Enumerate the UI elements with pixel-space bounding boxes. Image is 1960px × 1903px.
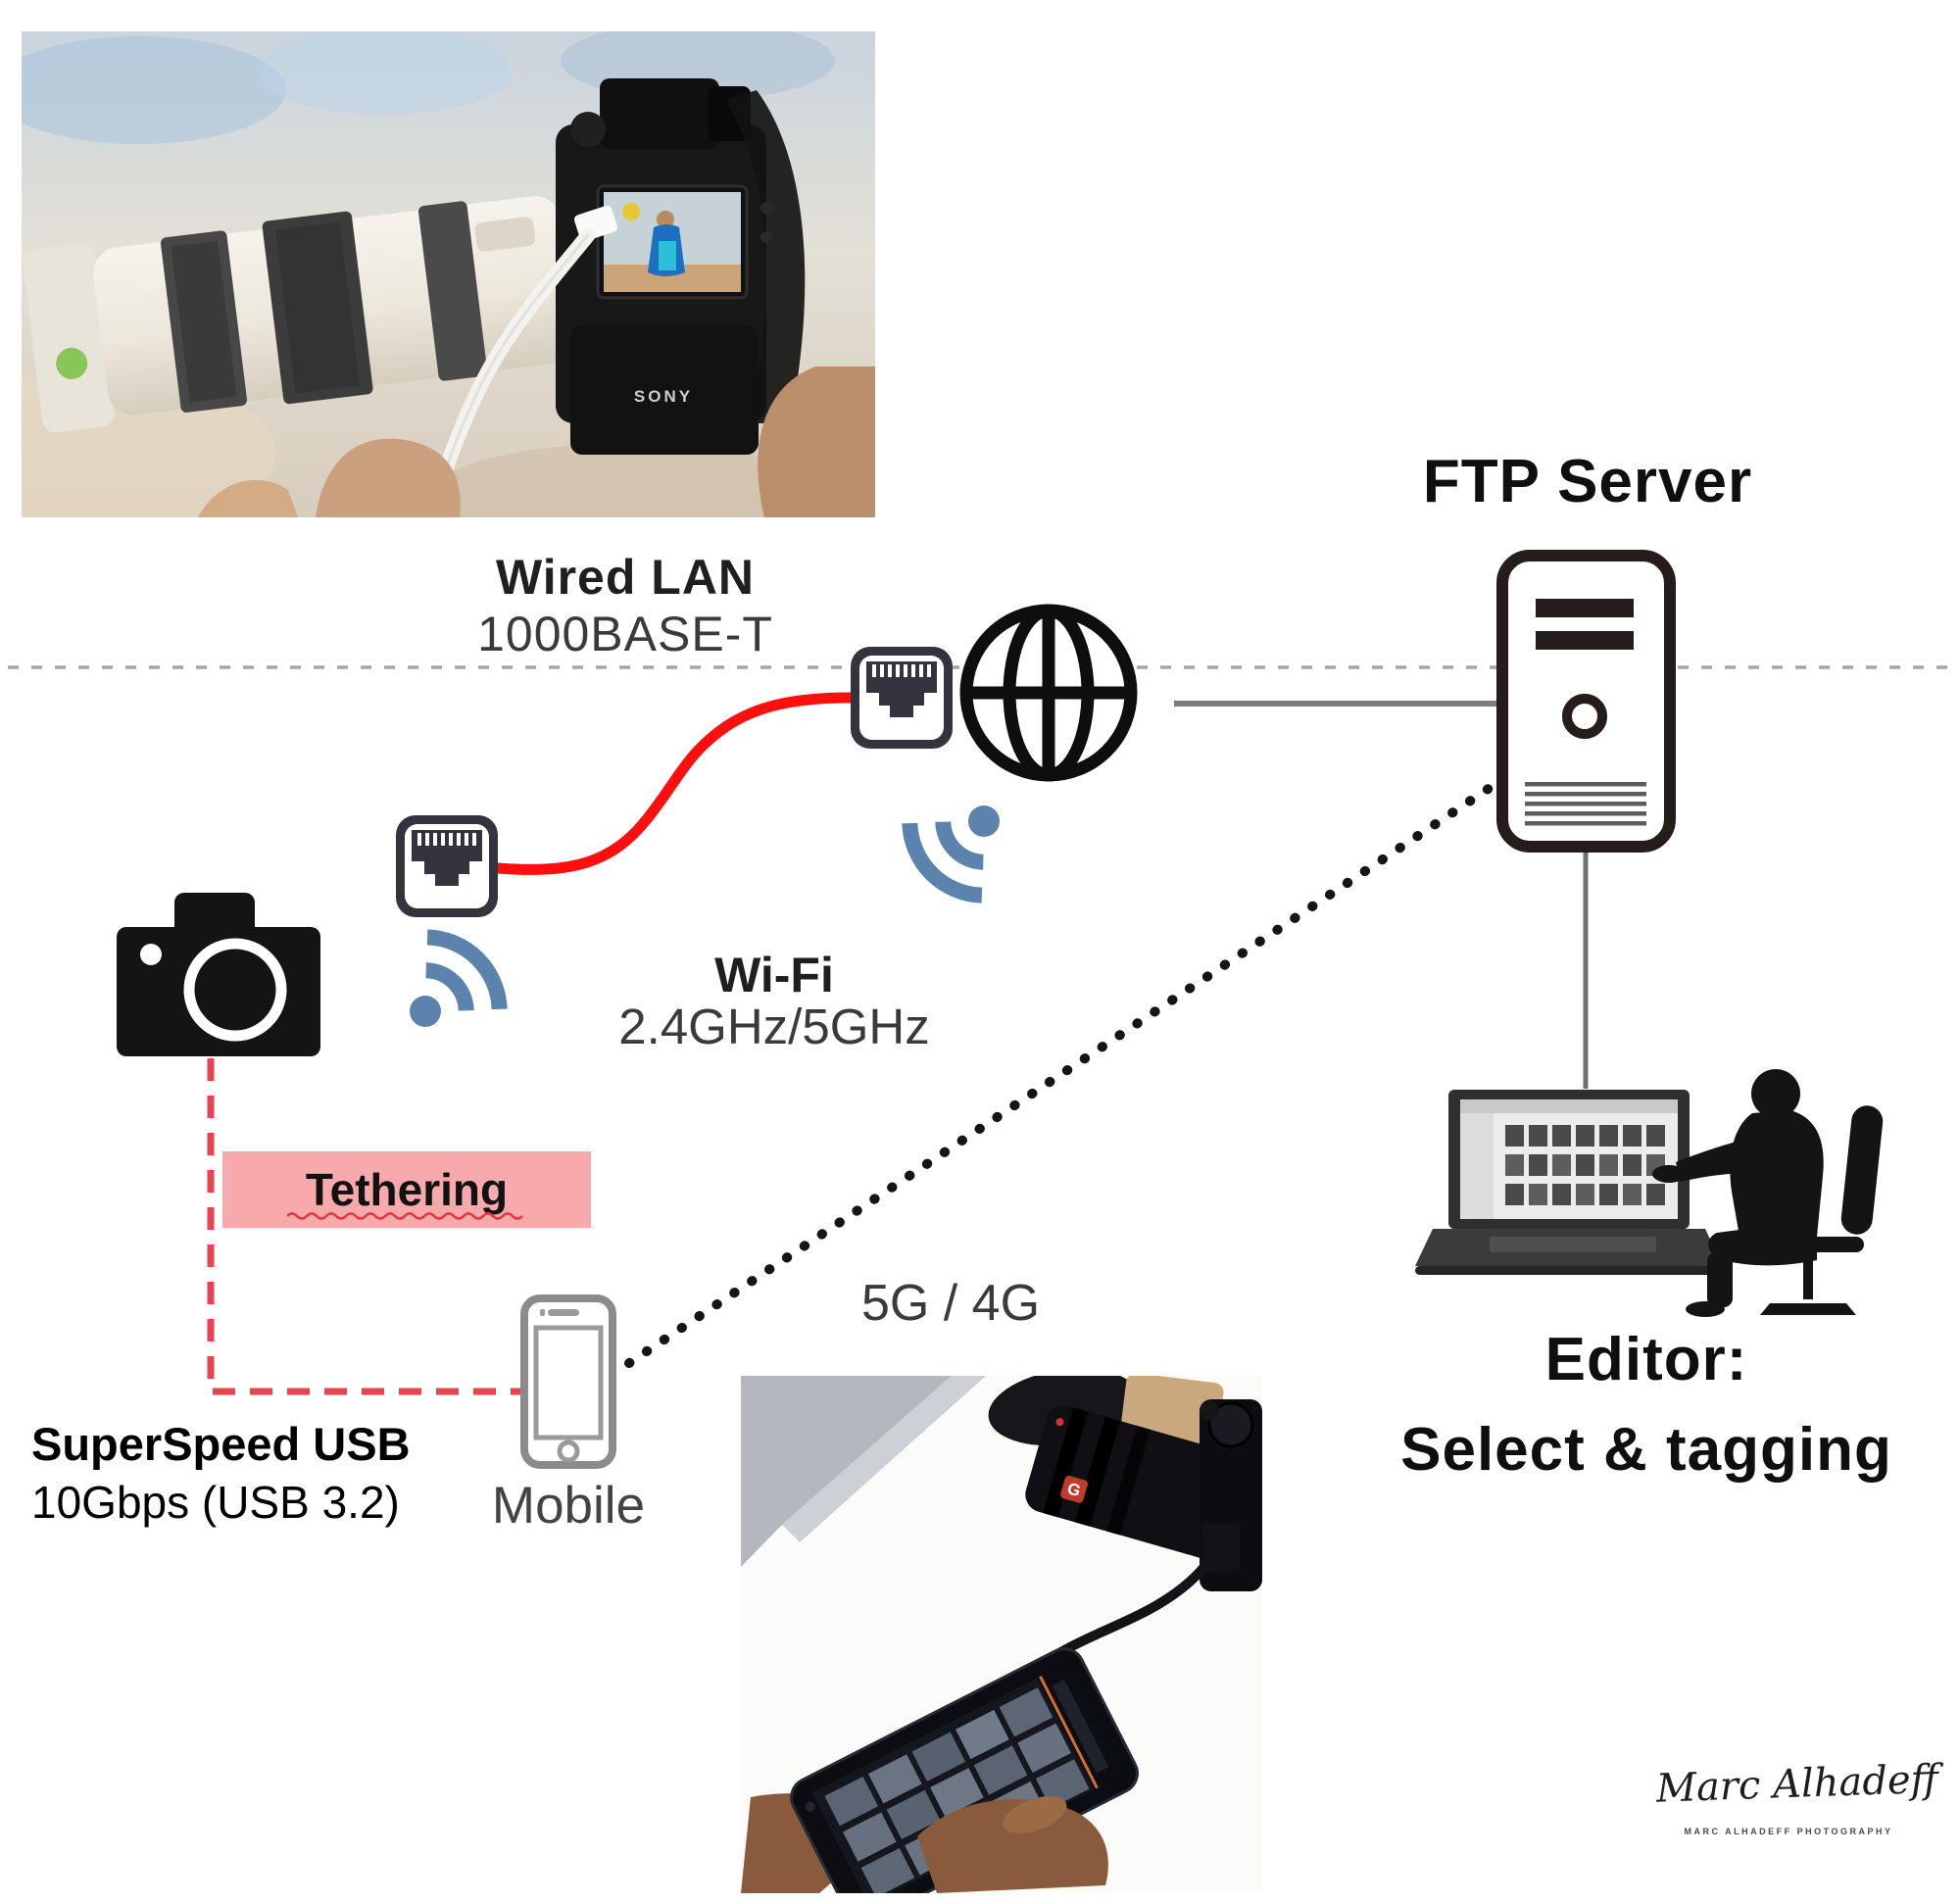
white-telephoto-lens: [23, 196, 575, 433]
red-lan-cable: [492, 692, 857, 875]
chair-post: [1803, 1250, 1813, 1299]
camera-lan-photo: SONY: [22, 31, 875, 517]
superspeed-usb-label: SuperSpeed USB: [31, 1418, 411, 1470]
sony-camera-body: SONY: [556, 78, 806, 455]
signature: Marc Alhadeff: [1655, 1756, 1939, 1812]
wired-lan-standard-label: 1000BASE-T: [477, 607, 773, 661]
tethering-label: Tethering: [305, 1164, 509, 1215]
ethernet-port-icon-camera: [396, 815, 498, 917]
ftp-server-icon: [1496, 550, 1676, 853]
battery-grip: [570, 325, 759, 455]
camera-strap: [725, 90, 806, 423]
gray-backdrop: [741, 1376, 952, 1567]
ethernet-port-icon-network: [851, 647, 953, 749]
thumb: [1003, 1795, 1067, 1834]
mobile-to-server-dotted-line: [624, 777, 1503, 1368]
editor-label: Editor:: [1544, 1326, 1748, 1393]
right-hand: [917, 1798, 1108, 1893]
editor-person-silhouette: [1652, 1069, 1884, 1317]
wired-lan-label: Wired LAN: [495, 550, 756, 605]
camera-smartphone-photo-scene: G: [741, 1376, 1262, 1893]
wifi-label: Wi-Fi: [714, 948, 834, 1002]
usb-speed-label: 10Gbps (USB 3.2): [31, 1477, 400, 1528]
camera-smartphone-photo: G: [741, 1376, 1262, 1893]
internet-globe-icon: [959, 604, 1138, 782]
wifi-bands-label: 2.4GHz/5GHz: [618, 999, 930, 1054]
editor-laptop-icon: [1415, 1090, 1723, 1275]
mobile-phone-icon: [520, 1294, 616, 1469]
chair-seat: [1754, 1237, 1864, 1252]
usb-tethering-dashed-line: [207, 1058, 522, 1395]
wifi-signal-icon-network: [902, 805, 1000, 903]
camera-icon: [117, 893, 320, 1056]
server-vents: [1525, 782, 1646, 826]
volleyball: [622, 203, 640, 220]
spellcheck-squiggle: [287, 1212, 523, 1220]
sony-logo: SONY: [634, 387, 693, 406]
chair-base: [1760, 1303, 1856, 1315]
g-master-badge: [1060, 1475, 1088, 1503]
lens-green-badge: [56, 347, 88, 379]
photo-grid-app: [824, 1676, 1109, 1893]
tethering-highlight-box: Tethering: [222, 1151, 591, 1228]
chair-back: [1840, 1105, 1884, 1235]
mobile-label: Mobile: [491, 1477, 646, 1535]
wifi-signal-icon-camera: [410, 929, 508, 1027]
editor-task-label: Select & tagging: [1400, 1416, 1892, 1484]
ftp-server-label: FTP Server: [1422, 448, 1753, 515]
g-badge-letter: G: [1065, 1479, 1083, 1500]
tethered-camera: G: [1025, 1399, 1262, 1591]
smartphone: [790, 1647, 1139, 1893]
camera-lan-photo-scene: SONY: [22, 31, 875, 517]
photographer-hands: [198, 366, 875, 517]
signature-caption: MARC ALHADEFF PHOTOGRAPHY: [1684, 1827, 1893, 1836]
cellular-label: 5G / 4G: [860, 1275, 1041, 1332]
